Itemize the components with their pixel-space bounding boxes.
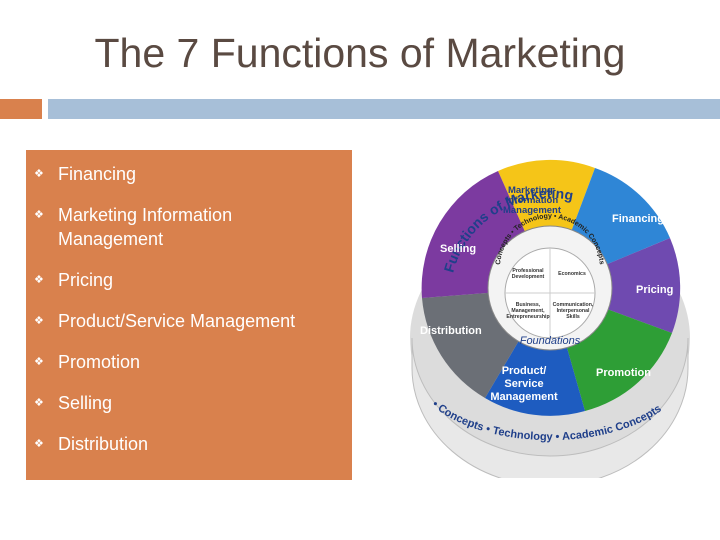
core-economics: Economics [558,271,586,277]
label-selling: Selling [440,243,476,255]
bullet-diamond-icon: ❖ [34,438,44,450]
bullet-list: ❖ Financing ❖ Marketing Information Manage… [34,162,334,473]
bullet-text: Promotion [58,352,141,372]
bullet-text: Marketing Information Management [58,205,233,249]
core-business: Business,Management,Entrepreneurship [506,302,549,320]
label-pricing: Pricing [636,284,673,296]
bullet-item: ❖ Selling [34,391,334,415]
segment-psm [485,288,585,416]
bullet-item: ❖ Promotion [34,350,334,374]
bullet-diamond-icon: ❖ [34,274,44,286]
label-promotion: Promotion [596,367,651,379]
bullet-item: ❖ Marketing Information Management [34,203,334,251]
bullet-item: ❖ Financing [34,162,334,186]
label-distribution: Distribution [420,325,482,337]
bullet-text: Financing [58,164,137,184]
bullet-item: ❖ Product/Service Management [34,309,334,333]
bullet-item: ❖ Pricing [34,268,334,292]
bullet-text: Distribution [58,434,149,454]
core-foundations: Foundations [520,335,581,347]
accent-bar-blue [48,99,720,119]
bullet-diamond-icon: ❖ [34,397,44,409]
marketing-functions-wheel: Functions of Marketing Concepts • Techno… [410,159,690,478]
accent-bar-orange [0,99,42,119]
wheel-edge [411,337,689,478]
bullet-panel [26,150,352,480]
bullet-text: Product/Service Management [58,311,296,331]
bullet-text: Selling [58,393,113,413]
bullet-diamond-icon: ❖ [34,168,44,180]
bullet-text: Pricing [58,270,114,290]
segment-mim [498,159,595,288]
bullet-diamond-icon: ❖ [34,356,44,368]
slide-title: The 7 Functions of Marketing [94,30,626,76]
bullet-diamond-icon: ❖ [34,209,44,221]
bullet-item: ❖ Distribution [34,432,334,456]
label-financing: Financing [612,213,664,225]
segment-pricing [550,238,681,333]
bullet-diamond-icon: ❖ [34,315,44,327]
